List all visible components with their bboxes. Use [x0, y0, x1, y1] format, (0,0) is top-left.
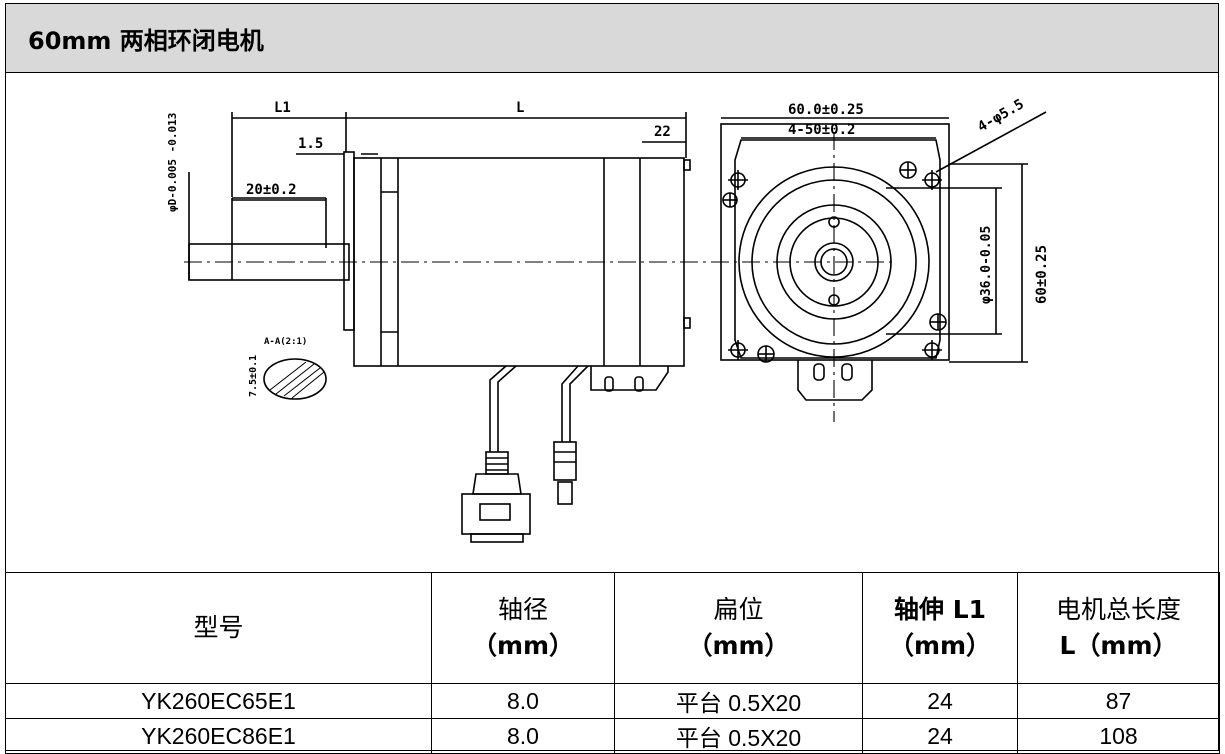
flange [343, 151, 355, 331]
dim-60-height: 60±0.25 [1034, 245, 1050, 304]
cell-shaft-diameter: 8.0 [431, 718, 615, 754]
drawing-svg: L1 L 1.5 22 20±0.2 φD-0.005 -0.013 A-A(2… [166, 96, 1050, 543]
dim-22: 22 [654, 124, 671, 140]
header-model: 型号 [5, 572, 432, 684]
cell-flat: 平台 0.5X20 [614, 718, 863, 754]
dim-60-width: 60.0±0.25 [788, 102, 864, 118]
cell-shaft-extension: 24 [862, 718, 1018, 754]
dim-1-5: 1.5 [298, 136, 323, 152]
table-header-row: 型号 轴径 （mm） 扁位 （mm） 轴伸 L1 （mm） 电机总长度 L（mm… [5, 572, 1220, 684]
header-shaft-diameter: 轴径 （mm） [431, 572, 615, 684]
title-bar: 60mm 两相环闭电机 [5, 3, 1219, 73]
table-row: YK260EC86E1 8.0 平台 0.5X20 24 108 [5, 718, 1220, 754]
cell-flat: 平台 0.5X20 [614, 683, 863, 719]
db-connector [461, 493, 531, 535]
section-view [263, 358, 327, 400]
header-shaft-extension: 轴伸 L1 （mm） [862, 572, 1018, 684]
cell-total-length: 108 [1017, 718, 1220, 754]
cell-model: YK260EC86E1 [5, 718, 432, 754]
cell-shaft-extension: 24 [862, 683, 1018, 719]
header-flat: 扁位 （mm） [614, 572, 863, 684]
motor-mount-foot [590, 366, 669, 391]
encoder-connector [553, 441, 577, 481]
encoder-cable [561, 365, 579, 442]
cell-shaft-diameter: 8.0 [431, 683, 615, 719]
sheet-title: 60mm 两相环闭电机 [28, 26, 264, 55]
dim-shaft-dia: φD-0.005 -0.013 [166, 113, 179, 212]
cell-total-length: 87 [1017, 683, 1220, 719]
cell-model: YK260EC65E1 [5, 683, 432, 719]
section-label: A-A(2:1) [264, 337, 307, 347]
motor-body [353, 157, 685, 367]
dim-20: 20±0.2 [246, 182, 297, 198]
dim-mount-holes: 4-φ5.5 [975, 96, 1027, 135]
motor-dimension-drawing: L1 L 1.5 22 20±0.2 φD-0.005 -0.013 A-A(2… [5, 72, 1219, 573]
spec-table: 型号 轴径 （mm） 扁位 （mm） 轴伸 L1 （mm） 电机总长度 L（mm… [5, 572, 1220, 754]
dim-flat: 7.5±0.1 [248, 355, 259, 397]
front-view [720, 123, 950, 361]
dim-l1: L1 [274, 100, 291, 116]
dim-l: L [516, 100, 524, 116]
mount-holes [722, 161, 947, 363]
dim-50-spacing: 4-50±0.2 [788, 122, 855, 138]
table-row: YK260EC65E1 8.0 平台 0.5X20 24 87 [5, 683, 1220, 719]
dim-pilot: φ36.0-0.05 [979, 226, 994, 304]
power-cable [497, 365, 517, 452]
header-total-length: 电机总长度 L（mm） [1017, 572, 1220, 684]
